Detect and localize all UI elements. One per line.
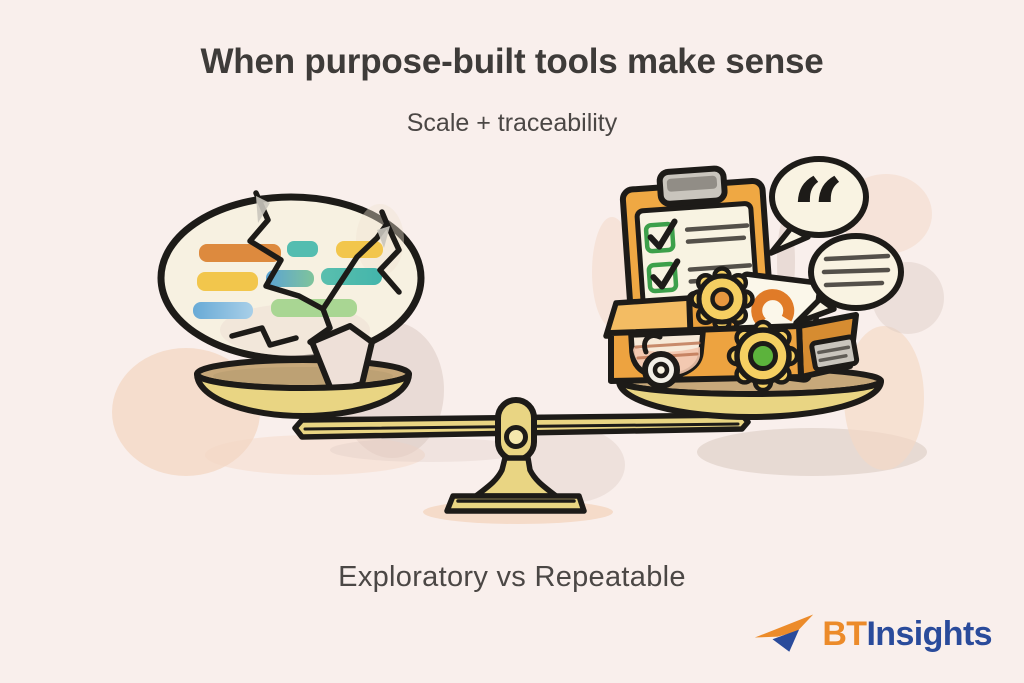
logo-arrow-icon [755, 614, 814, 652]
subtitle: Scale + traceability [406, 109, 618, 137]
bar [321, 268, 382, 285]
caption: Exploratory vs Repeatable [338, 561, 686, 593]
bar [271, 299, 357, 317]
sticky-bars [193, 241, 383, 319]
toolbox-side-label [809, 334, 860, 373]
broken-shard [309, 323, 375, 395]
right-pan-bowl [616, 378, 884, 420]
wheel-icon [642, 333, 680, 389]
cracked-bubble-illustration [157, 190, 425, 395]
gear-icon [689, 266, 755, 332]
speech-bubble-quote-icon: “ [768, 156, 869, 266]
speech-bubble-lines-icon [793, 233, 904, 326]
bar [197, 272, 258, 291]
crack-lines [229, 190, 402, 359]
bar [266, 270, 314, 287]
bar [193, 302, 253, 319]
toolbox-illustration [603, 165, 860, 393]
page-title: When purpose-built tools make sense [200, 42, 824, 81]
logo-text-bt: BT [822, 615, 867, 653]
btinsights-logo: BTInsights [753, 611, 993, 657]
logo-text-insights: Insights [866, 615, 992, 653]
checklist-item [643, 218, 750, 254]
pivot-hole [504, 425, 528, 449]
logo-wordmark: BTInsights [822, 617, 992, 651]
left-pan-bowl [194, 371, 412, 419]
scale-foot [444, 493, 587, 514]
bar [287, 241, 318, 257]
gear-icon [726, 319, 800, 393]
